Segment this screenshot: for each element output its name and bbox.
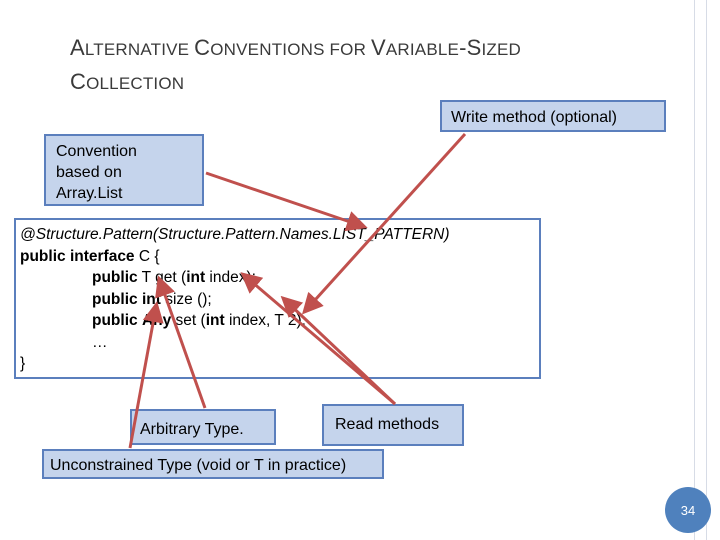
convention-line-2: based on xyxy=(56,164,122,181)
write-method-label: Write method (optional) xyxy=(451,109,617,126)
arbitrary-type-callout: Arbitrary Type. xyxy=(130,409,276,445)
title-segment: IZED xyxy=(481,40,521,59)
arrow-read-to-get xyxy=(240,272,396,406)
code-ellipsis-line: … xyxy=(20,332,539,354)
code-annotation: @Structure.Pattern(Structure.Pattern.Nam… xyxy=(20,226,450,243)
kw-int: int xyxy=(186,269,206,286)
arbitrary-type-label: Arbitrary Type. xyxy=(140,421,244,438)
kw-int: int xyxy=(205,312,225,329)
page-number-badge: 34 xyxy=(665,487,711,533)
title-segment: ARIABLE xyxy=(385,40,460,59)
arrow-arbitrary-to-T xyxy=(155,275,207,409)
title-segment: C xyxy=(194,35,211,60)
ellipsis: … xyxy=(92,333,108,351)
page-number: 34 xyxy=(680,502,696,518)
arrow-unconstrained-to-any xyxy=(128,301,164,449)
slide-title: ALTERNATIVE CONVENTIONS FOR VARIABLE-SIZ… xyxy=(70,32,670,100)
title-segment: A xyxy=(70,35,85,60)
code-interface-line: public interface C { xyxy=(20,246,539,268)
unconstrained-type-callout: Unconstrained Type (void or T in practic… xyxy=(42,449,384,479)
code-set-line: public Any set (int index, T 2); xyxy=(20,310,539,332)
kw-public: public xyxy=(92,290,138,308)
right-margin-line xyxy=(694,0,695,540)
title-segment: C xyxy=(70,69,87,94)
convention-line-3: Array.List xyxy=(56,185,123,202)
title-segment: V xyxy=(370,35,386,60)
read-methods-callout: Read methods xyxy=(322,404,464,446)
title-line-2: COLLECTION xyxy=(70,66,670,100)
arrow-write-to-set xyxy=(301,132,467,315)
arrow-read-to-size xyxy=(280,295,397,406)
title-segment: OLLECTION xyxy=(86,74,185,93)
unconstrained-type-label: Unconstrained Type (void or T in practic… xyxy=(50,457,347,474)
title-segment: LTERNATIVE xyxy=(84,40,195,59)
code-block: @Structure.Pattern(Structure.Pattern.Nam… xyxy=(14,218,541,379)
code-close-brace: } xyxy=(20,355,26,372)
title-segment: ONVENTIONS FOR xyxy=(210,40,371,59)
read-methods-label: Read methods xyxy=(335,416,440,433)
kw-public: public xyxy=(92,269,138,286)
kw-public: public xyxy=(92,312,138,329)
title-line-1: ALTERNATIVE CONVENTIONS FOR VARIABLE-SIZ… xyxy=(70,32,670,66)
convention-callout: Convention based on Array.List xyxy=(44,134,204,206)
convention-line-1: Convention xyxy=(56,143,137,160)
arrow-convention-to-annotation xyxy=(205,171,368,232)
right-margin-line-2 xyxy=(706,0,707,540)
title-segment: -S xyxy=(459,35,482,60)
set-sig: set ( xyxy=(171,312,206,329)
interface-name: C { xyxy=(134,247,160,265)
kw-public-interface: public interface xyxy=(20,247,135,265)
write-method-callout: Write method (optional) xyxy=(440,100,666,132)
